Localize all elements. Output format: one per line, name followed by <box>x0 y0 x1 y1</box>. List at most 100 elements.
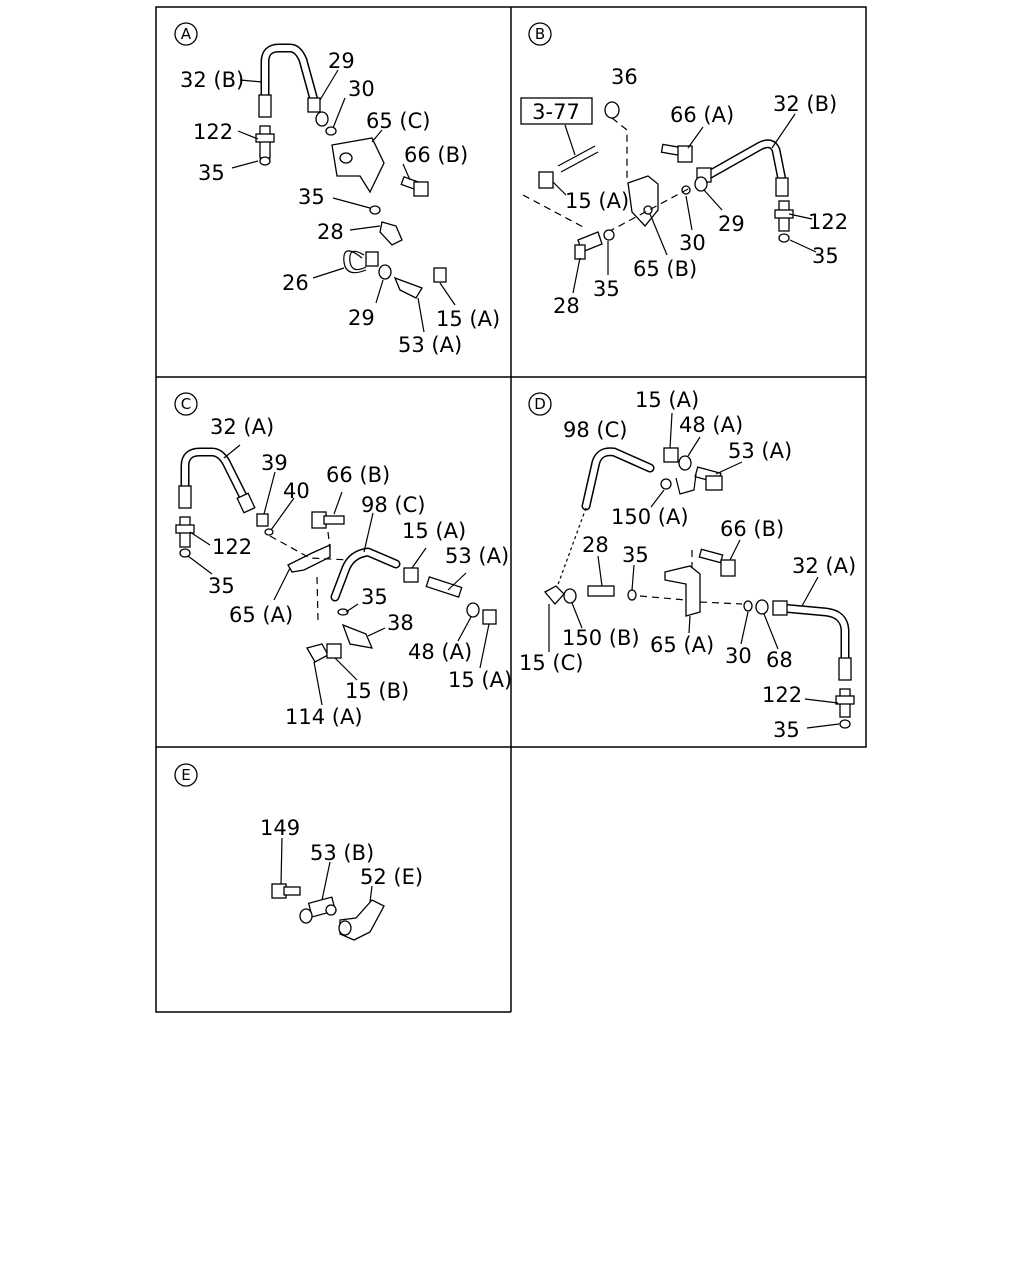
label-122: 122 <box>808 210 848 234</box>
washer-35 <box>337 608 349 616</box>
washer-30 <box>743 600 753 612</box>
washer-35 <box>603 229 615 241</box>
label-35: 35 <box>208 574 235 598</box>
label-53a: 53 (A) <box>728 439 792 463</box>
label-35: 35 <box>773 718 800 742</box>
label-66a: 66 (A) <box>670 103 734 127</box>
label-29: 29 <box>328 49 355 73</box>
nut-29 <box>694 176 708 192</box>
label-35: 35 <box>198 161 225 185</box>
nut-15a <box>403 567 419 583</box>
label-68: 68 <box>766 648 793 672</box>
pipe-32b <box>702 139 787 185</box>
nut-48a <box>466 602 480 618</box>
nut-39 <box>256 513 269 527</box>
washer-35 <box>839 719 851 729</box>
label-15b: 15 (B) <box>345 679 409 703</box>
label-26: 26 <box>282 271 309 295</box>
bolt-66b <box>698 548 724 564</box>
label-35: 35 <box>298 185 325 209</box>
label-122: 122 <box>193 120 233 144</box>
frame-panel-e <box>155 747 511 1013</box>
label-29: 29 <box>348 306 375 330</box>
label-122: 122 <box>762 683 802 707</box>
nut-15a <box>433 267 447 283</box>
panel-c: C <box>174 392 512 729</box>
nut-36 <box>604 101 620 119</box>
label-15a: 15 (A) <box>402 519 466 543</box>
union-53a <box>425 576 463 598</box>
panel-d-tag-circle <box>528 392 552 416</box>
label-30: 30 <box>725 644 752 668</box>
label-66b: 66 (B) <box>326 463 390 487</box>
panel-frames <box>155 6 867 1013</box>
label-32b: 32 (B) <box>773 92 837 116</box>
panel-a: A <box>174 22 500 357</box>
label-35: 35 <box>593 277 620 301</box>
panel-c-tag-circle <box>174 392 198 416</box>
label-66b: 66 (B) <box>404 143 468 167</box>
panel-b-tag-circle <box>528 22 552 46</box>
part-38 <box>341 623 374 649</box>
label-30: 30 <box>679 231 706 255</box>
label-28: 28 <box>317 220 344 244</box>
label-65a: 65 (A) <box>229 603 293 627</box>
fitting-28 <box>587 585 615 597</box>
panel-a-tag-circle <box>174 22 198 46</box>
washer-150b <box>563 588 577 604</box>
label-35: 35 <box>812 244 839 268</box>
label-53a: 53 (A) <box>398 333 462 357</box>
label-98c: 98 (C) <box>563 418 627 442</box>
nut-48a <box>678 455 692 471</box>
nut-15b <box>326 643 342 659</box>
panel-c-tag: C <box>181 395 191 413</box>
label-32a: 32 (A) <box>210 415 274 439</box>
label-28: 28 <box>553 294 580 318</box>
label-35: 35 <box>622 543 649 567</box>
washer-40 <box>264 528 274 536</box>
label-65a: 65 (A) <box>650 633 714 657</box>
washer-30 <box>325 126 337 136</box>
label-149: 149 <box>260 816 300 840</box>
label-15c: 15 (C) <box>519 651 583 675</box>
label-30: 30 <box>348 77 375 101</box>
reference-3-77: 3-77 <box>532 100 580 124</box>
label-48a: 48 (A) <box>679 413 743 437</box>
label-150a: 150 (A) <box>611 505 689 529</box>
nut-15a <box>663 447 679 463</box>
washer-150a <box>660 478 672 490</box>
label-53a: 53 (A) <box>445 544 509 568</box>
label-122: 122 <box>212 535 252 559</box>
pipe-nut <box>178 485 192 509</box>
label-38: 38 <box>387 611 414 635</box>
pipe-nut <box>258 94 272 118</box>
panel-e-tag: E <box>181 766 190 784</box>
label-29: 29 <box>718 212 745 236</box>
label-98c: 98 (C) <box>361 493 425 517</box>
label-52e: 52 (E) <box>360 865 423 889</box>
label-48a: 48 (A) <box>408 640 472 664</box>
panel-b: B 3-77 <box>520 22 848 318</box>
label-36: 36 <box>611 65 638 89</box>
label-39: 39 <box>261 451 288 475</box>
label-40: 40 <box>283 479 310 503</box>
nut-15a <box>482 609 497 625</box>
label-66b: 66 (B) <box>720 517 784 541</box>
label-65b: 65 (B) <box>633 257 697 281</box>
nut-15a <box>538 171 554 189</box>
fitting-15c <box>543 585 565 605</box>
label-15a: 15 (A) <box>436 307 500 331</box>
pipe-nut <box>307 97 321 113</box>
label-65c: 65 (C) <box>366 109 430 133</box>
label-114a: 114 (A) <box>285 705 363 729</box>
label-15a: 15 (A) <box>635 388 699 412</box>
washer-35 <box>369 205 381 215</box>
panel-e-tag-circle <box>174 763 198 787</box>
washer-35 <box>179 548 191 558</box>
panel-b-tag: B <box>535 25 545 43</box>
bracket-65a <box>664 565 701 617</box>
tee-114a <box>306 643 329 663</box>
label-15a: 15 (A) <box>565 189 629 213</box>
nut-29 <box>315 111 329 127</box>
